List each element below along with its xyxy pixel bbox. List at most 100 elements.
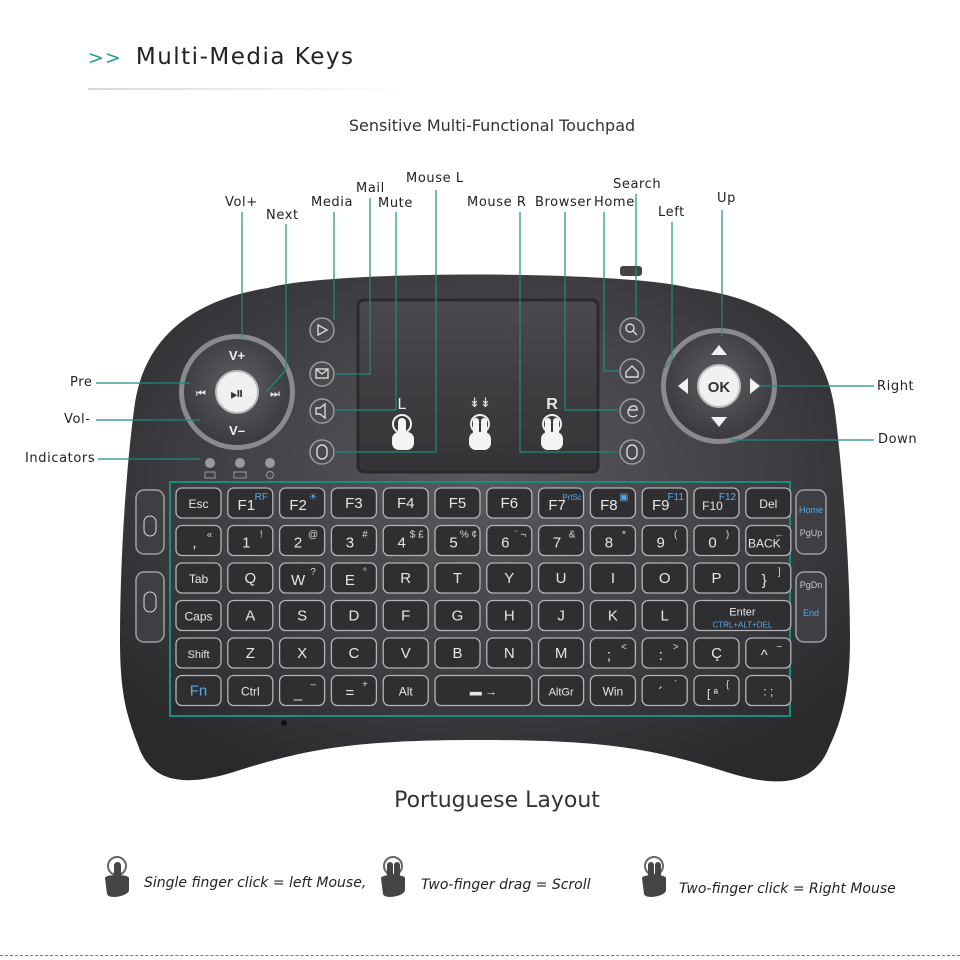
key[interactable]: Ç (693, 637, 740, 669)
key[interactable]: J (537, 599, 585, 632)
key[interactable]: S (278, 599, 326, 632)
key-cap[interactable] (693, 599, 792, 632)
touchpad[interactable] (356, 298, 600, 474)
key-cap[interactable] (537, 487, 585, 519)
key-cap[interactable] (693, 487, 740, 519)
arrow-left-icon[interactable] (678, 378, 688, 394)
key-cap[interactable] (537, 562, 585, 594)
browser-icon[interactable] (619, 398, 645, 424)
key[interactable]: Del (745, 487, 792, 519)
key[interactable]: T (434, 562, 481, 594)
volume-down-key[interactable]: V– (229, 423, 245, 438)
key-cap[interactable] (745, 487, 792, 519)
key[interactable]: ▬ → (434, 674, 533, 707)
key-cap[interactable] (278, 599, 326, 632)
previous-track-icon[interactable]: ⏮ (196, 387, 206, 400)
key-cap[interactable] (434, 562, 481, 594)
key[interactable]: 3# (330, 524, 378, 557)
key-cap[interactable] (227, 637, 274, 669)
key[interactable]: F5 (434, 487, 481, 519)
key[interactable]: 1! (227, 524, 274, 557)
key[interactable]: F3 (330, 487, 378, 519)
key[interactable]: N (486, 637, 533, 669)
key[interactable]: Q (227, 562, 274, 594)
key[interactable]: O (641, 562, 688, 594)
key-cap[interactable] (175, 562, 222, 594)
key-cap[interactable] (641, 674, 688, 707)
key[interactable]: AltGr (537, 674, 585, 707)
key[interactable]: 4$ £ (382, 524, 429, 557)
key[interactable]: V (382, 637, 429, 669)
key[interactable]: BACK← (745, 524, 792, 557)
key[interactable]: M (537, 637, 585, 669)
key[interactable]: Tab (175, 562, 222, 594)
key[interactable]: L (641, 599, 688, 632)
media-icon[interactable] (309, 317, 335, 343)
key[interactable]: _– (278, 674, 326, 707)
key-cap[interactable] (175, 524, 222, 557)
key[interactable]: 9( (641, 524, 688, 557)
key[interactable]: ,« (175, 524, 222, 557)
key-cap[interactable] (330, 674, 378, 707)
key-cap[interactable] (330, 524, 378, 557)
key[interactable]: :> (641, 637, 688, 669)
key-cap[interactable] (641, 524, 688, 557)
arrow-right-icon[interactable] (750, 378, 760, 394)
key-cap[interactable] (537, 599, 585, 632)
key[interactable]: F4 (382, 487, 429, 519)
key[interactable]: G (434, 599, 481, 632)
key[interactable]: Caps (175, 599, 222, 632)
key-cap[interactable] (745, 562, 792, 594)
key-cap[interactable] (175, 637, 222, 669)
key-cap[interactable] (589, 674, 637, 707)
key-cap[interactable] (278, 562, 326, 594)
key-cap[interactable] (434, 674, 533, 707)
key[interactable]: C (330, 637, 378, 669)
key-cap[interactable] (745, 674, 792, 707)
next-track-icon[interactable]: ⏭ (270, 387, 280, 400)
key-cap[interactable] (227, 524, 274, 557)
key-cap[interactable] (693, 562, 740, 594)
key-cap[interactable] (641, 637, 688, 669)
key-cap[interactable] (434, 637, 481, 669)
mouse-left-icon[interactable] (309, 439, 335, 465)
key[interactable]: Y (486, 562, 533, 594)
key[interactable]: W? (278, 562, 326, 594)
key-cap[interactable] (486, 487, 533, 519)
key-cap[interactable] (486, 524, 533, 557)
key[interactable]: }] (745, 562, 792, 594)
key-cap[interactable] (382, 637, 429, 669)
key-cap[interactable] (227, 487, 274, 519)
key-cap[interactable] (693, 524, 740, 557)
key-cap[interactable] (330, 637, 378, 669)
key[interactable]: Fn (175, 674, 222, 707)
key-cap[interactable] (537, 524, 585, 557)
key[interactable]: K (589, 599, 637, 632)
key-cap[interactable] (745, 637, 792, 669)
key[interactable]: D (330, 599, 378, 632)
key-cap[interactable] (693, 637, 740, 669)
key[interactable]: U (537, 562, 585, 594)
mute-icon[interactable] (309, 398, 335, 424)
key-cap[interactable] (175, 487, 222, 519)
key-cap[interactable] (641, 487, 688, 519)
key-cap[interactable] (434, 599, 481, 632)
key[interactable]: Z (227, 637, 274, 669)
key-cap[interactable] (382, 599, 429, 632)
key-cap[interactable] (589, 637, 637, 669)
key[interactable]: E° (330, 562, 378, 594)
key[interactable]: F6 (486, 487, 533, 519)
key-cap[interactable] (486, 562, 533, 594)
key[interactable]: H (486, 599, 533, 632)
key-cap[interactable] (537, 637, 585, 669)
search-icon[interactable] (619, 317, 645, 343)
key[interactable]: Esc (175, 487, 222, 519)
key-cap[interactable] (589, 487, 637, 519)
key-cap[interactable] (537, 674, 585, 707)
key-cap[interactable] (693, 674, 740, 707)
key-cap[interactable] (330, 487, 378, 519)
